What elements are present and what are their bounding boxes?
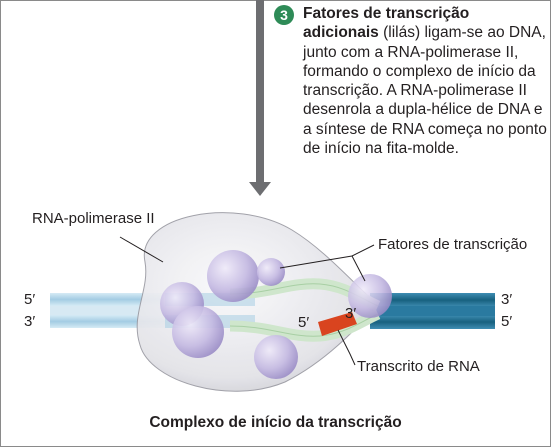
label-rna-five-prime: 5′ bbox=[298, 314, 310, 331]
label-rna-three-prime: 3′ bbox=[345, 305, 357, 322]
step-description: 3 Fatores de transcrição adicionais (lil… bbox=[274, 4, 547, 158]
rna-transcript bbox=[318, 312, 357, 336]
down-arrow-icon bbox=[249, 0, 271, 196]
leader-line-factors-1 bbox=[351, 244, 375, 257]
label-rna-polymerase: RNA-polimerase II bbox=[32, 210, 155, 227]
label-rna-transcript: Transcrito de RNA bbox=[357, 358, 480, 375]
leader-line-factors-2 bbox=[279, 255, 353, 269]
label-left-bottom-end: 3′ bbox=[24, 313, 36, 330]
figure-caption: Complexo de início da transcrição bbox=[149, 414, 402, 431]
leader-line-rna bbox=[337, 329, 356, 366]
dna-right-segment bbox=[370, 293, 495, 329]
step-body: (lilás) ligam-se ao DNA, junto com a RNA… bbox=[303, 24, 547, 158]
leader-line-factors-3 bbox=[351, 255, 366, 282]
transcription-factors bbox=[160, 250, 392, 379]
label-transcription-factors: Fatores de transcrição bbox=[378, 236, 528, 253]
step-number-badge: 3 bbox=[274, 5, 294, 25]
label-right-top-end: 3′ bbox=[501, 291, 513, 308]
label-left-top-end: 5′ bbox=[24, 291, 36, 308]
leader-line-polymerase bbox=[119, 236, 164, 263]
label-right-bottom-end: 5′ bbox=[501, 313, 513, 330]
step-title: Fatores de transcrição adicionais bbox=[303, 5, 470, 42]
